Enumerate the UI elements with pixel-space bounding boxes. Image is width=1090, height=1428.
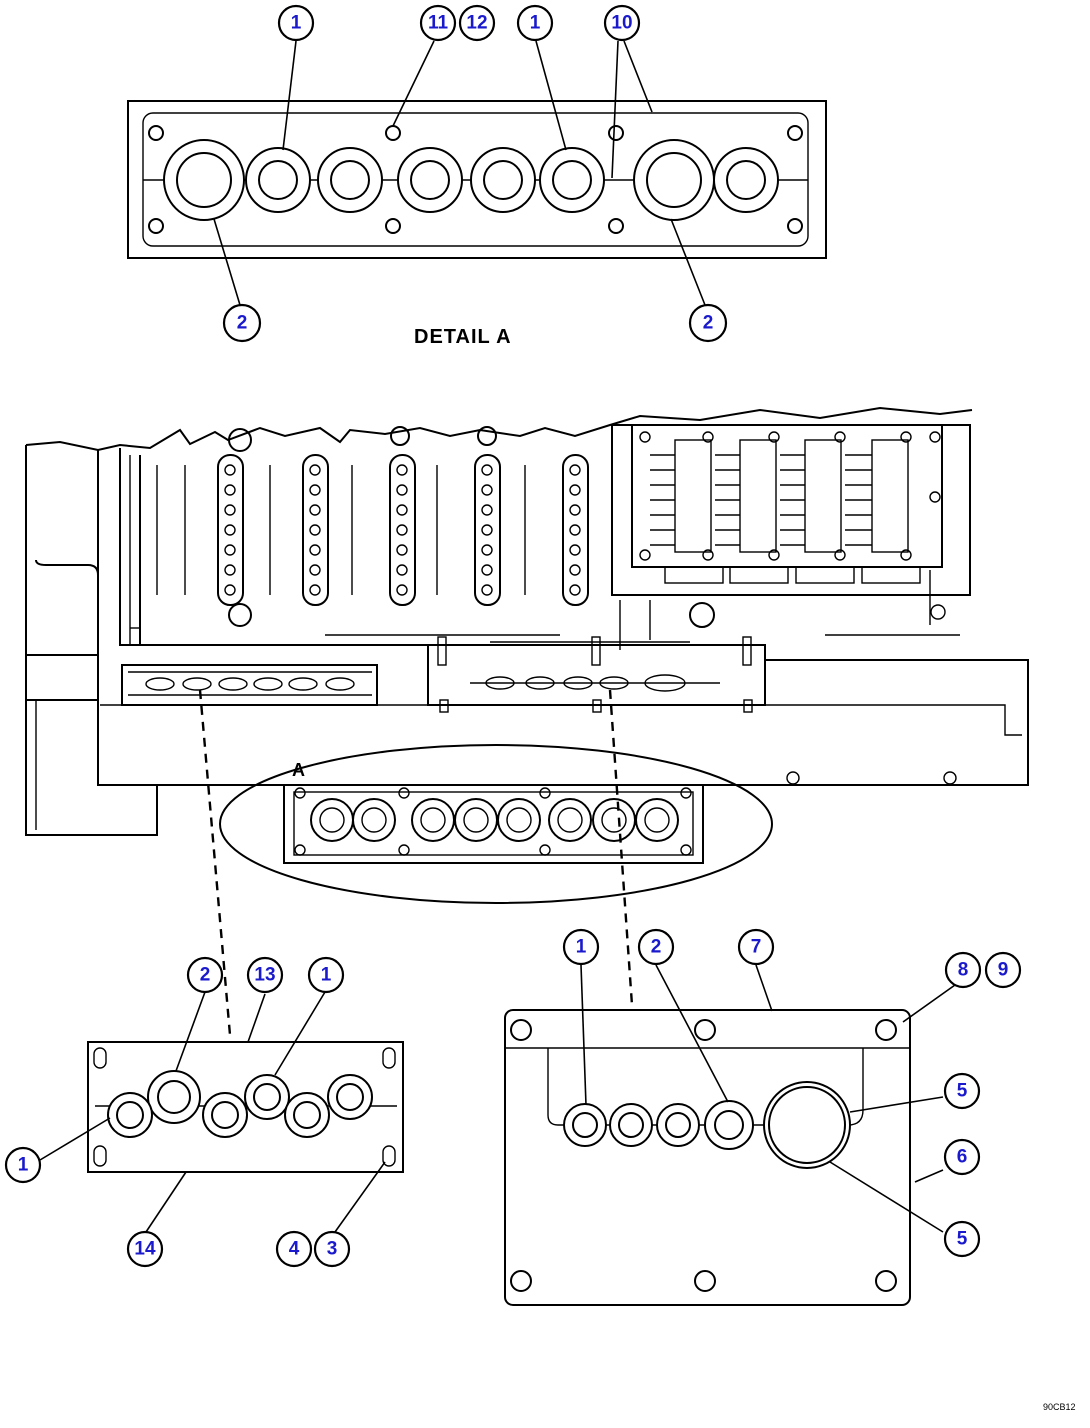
svg-text:2: 2 <box>237 313 248 334</box>
callout-1-lower-left-top: 1 <box>307 956 345 994</box>
callout-2-detail-left: 2 <box>222 303 262 343</box>
callout-6: 6 <box>943 1138 981 1176</box>
callout-1-lower-right: 1 <box>562 928 600 966</box>
svg-text:1: 1 <box>530 13 541 34</box>
terminal-studs <box>224 464 581 596</box>
svg-text:12: 12 <box>466 13 487 34</box>
main-assembly <box>25 406 1029 836</box>
callout-3: 3 <box>313 1230 351 1268</box>
callout-12: 12 <box>458 4 496 42</box>
fuse-block <box>611 424 971 650</box>
svg-text:5: 5 <box>957 1229 968 1250</box>
callout-1-lower-left-side: 1 <box>4 1146 42 1184</box>
callout-11: 11 <box>419 4 457 42</box>
callout-7: 7 <box>737 928 775 966</box>
detail-a-leaders <box>213 40 706 306</box>
projection-line-right <box>608 689 634 1006</box>
svg-text:1: 1 <box>321 965 332 986</box>
callout-4: 4 <box>275 1230 313 1268</box>
lower-right-leaders <box>580 964 956 1233</box>
view-a-ellipse <box>219 744 773 904</box>
svg-text:13: 13 <box>254 965 275 986</box>
callout-5-upper: 5 <box>943 1072 981 1110</box>
svg-text:9: 9 <box>998 960 1009 981</box>
svg-text:3: 3 <box>327 1239 338 1260</box>
svg-text:5: 5 <box>957 1081 968 1102</box>
detail-caption: DETAIL A <box>414 326 512 348</box>
left-grommet-plate-installed <box>121 664 378 706</box>
svg-text:1: 1 <box>18 1155 29 1176</box>
callout-5-lower: 5 <box>943 1220 981 1258</box>
svg-text:1: 1 <box>576 937 587 958</box>
callout-2-lower-right: 2 <box>637 928 675 966</box>
svg-text:6: 6 <box>957 1147 968 1168</box>
callout-9: 9 <box>984 951 1022 989</box>
callout-13: 13 <box>246 956 284 994</box>
lower-left-plate <box>87 1041 404 1173</box>
lower-right-plate <box>504 1009 911 1306</box>
callout-2-detail-right: 2 <box>688 303 728 343</box>
lower-left-leaders <box>39 991 386 1233</box>
svg-text:14: 14 <box>134 1239 156 1260</box>
svg-text:4: 4 <box>289 1239 300 1260</box>
callout-10: 10 <box>603 4 641 42</box>
svg-text:2: 2 <box>200 965 211 986</box>
detail-a-plate <box>127 100 827 259</box>
callout-1-top-mid: 1 <box>516 4 554 42</box>
callout-2-lower-left: 2 <box>186 956 224 994</box>
svg-text:8: 8 <box>958 960 969 981</box>
callout-8: 8 <box>944 951 982 989</box>
callout-1-top-left: 1 <box>277 4 315 42</box>
svg-text:10: 10 <box>611 13 632 34</box>
view-letter: A <box>292 760 305 780</box>
svg-text:2: 2 <box>703 313 714 334</box>
projection-line-left <box>198 689 232 1036</box>
right-grommet-plate-installed <box>427 636 766 713</box>
svg-text:7: 7 <box>751 937 762 958</box>
callout-14: 14 <box>126 1230 164 1268</box>
svg-text:1: 1 <box>291 13 302 34</box>
drawing-code: 90CB12 <box>1043 1402 1076 1412</box>
svg-text:11: 11 <box>428 13 449 34</box>
svg-text:2: 2 <box>651 937 662 958</box>
